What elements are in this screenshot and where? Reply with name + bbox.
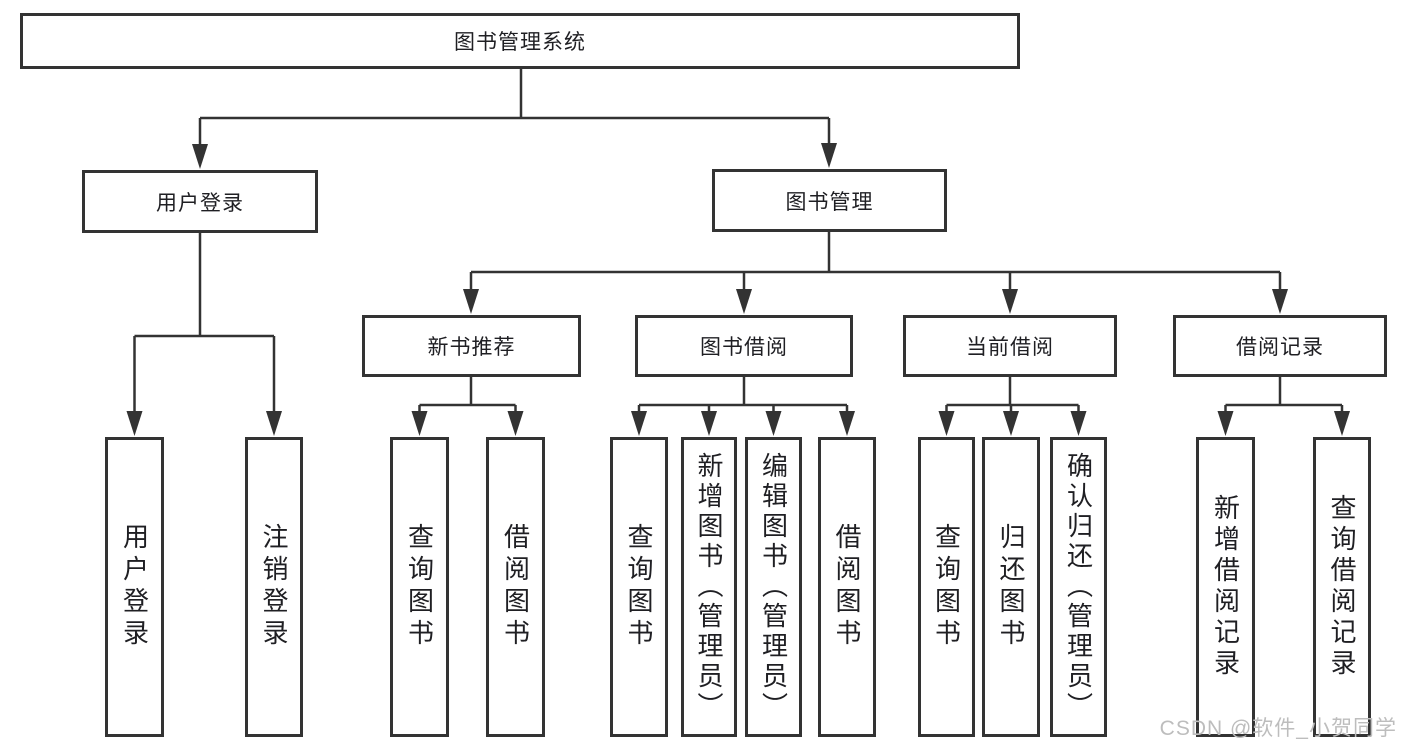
leaf-query-books-2-label: 查询图书 xyxy=(624,523,654,651)
leaf-edit-book-admin: 编辑图书（管理员） xyxy=(745,437,802,737)
leaf-add-borrow-record-label: 新增借阅记录 xyxy=(1210,494,1241,680)
leaf-borrow-books-1-label: 借阅图书 xyxy=(500,523,531,651)
leaf-confirm-return-admin-label: 确认归还（管理员） xyxy=(1063,452,1094,722)
leaf-borrow-books-2-label: 借阅图书 xyxy=(832,523,862,651)
node-user-login: 用户登录 xyxy=(82,170,318,233)
leaf-user-login-label: 用户登录 xyxy=(119,523,150,651)
leaf-logout-label: 注销登录 xyxy=(259,523,289,651)
node-book-management-label: 图书管理 xyxy=(785,190,874,214)
leaf-add-borrow-record: 新增借阅记录 xyxy=(1196,437,1255,737)
leaf-query-books-2: 查询图书 xyxy=(610,437,668,737)
node-borrow-records: 借阅记录 xyxy=(1173,315,1387,377)
node-borrow-records-label: 借阅记录 xyxy=(1236,336,1324,359)
leaf-return-book-label: 归还图书 xyxy=(996,523,1026,651)
leaf-edit-book-admin-label: 编辑图书（管理员） xyxy=(758,452,789,722)
leaf-query-books-3: 查询图书 xyxy=(918,437,975,737)
node-book-management: 图书管理 xyxy=(712,169,947,232)
leaf-query-books-1-label: 查询图书 xyxy=(404,523,435,651)
csdn-watermark: CSDN @软件_小贺同学 xyxy=(1159,717,1397,740)
node-root-system-label: 图书管理系统 xyxy=(454,31,586,54)
leaf-add-book-admin: 新增图书（管理员） xyxy=(681,437,737,737)
connector-book-borrow-split xyxy=(631,377,855,436)
leaf-query-books-1: 查询图书 xyxy=(390,437,449,737)
leaf-user-login: 用户登录 xyxy=(105,437,164,737)
connector-root-split xyxy=(192,69,837,169)
leaf-borrow-books-2: 借阅图书 xyxy=(818,437,876,737)
node-new-book-recommend-label: 新书推荐 xyxy=(427,336,516,359)
leaf-return-book: 归还图书 xyxy=(982,437,1040,737)
connector-new-book-rec-split xyxy=(411,377,524,436)
node-new-book-recommend: 新书推荐 xyxy=(362,315,581,377)
leaf-borrow-books-1: 借阅图书 xyxy=(486,437,545,737)
connector-book-mgmt-split xyxy=(463,232,1288,314)
leaf-query-borrow-record-label: 查询借阅记录 xyxy=(1327,494,1357,680)
node-current-borrow: 当前借阅 xyxy=(903,315,1117,377)
node-book-borrow: 图书借阅 xyxy=(635,315,853,377)
node-current-borrow-label: 当前借阅 xyxy=(966,336,1054,359)
node-root-system: 图书管理系统 xyxy=(20,13,1020,69)
connector-borrow-records-split xyxy=(1217,377,1350,436)
leaf-confirm-return-admin: 确认归还（管理员） xyxy=(1050,437,1107,737)
node-book-borrow-label: 图书借阅 xyxy=(700,336,788,359)
leaf-add-book-admin-label: 新增图书（管理员） xyxy=(694,452,724,722)
node-user-login-label: 用户登录 xyxy=(156,191,244,215)
leaf-query-borrow-record: 查询借阅记录 xyxy=(1313,437,1371,737)
leaf-query-books-3-label: 查询图书 xyxy=(931,523,962,651)
connector-user-login-split xyxy=(126,233,282,436)
connector-current-borrow-split xyxy=(938,377,1087,436)
leaf-logout: 注销登录 xyxy=(245,437,303,737)
